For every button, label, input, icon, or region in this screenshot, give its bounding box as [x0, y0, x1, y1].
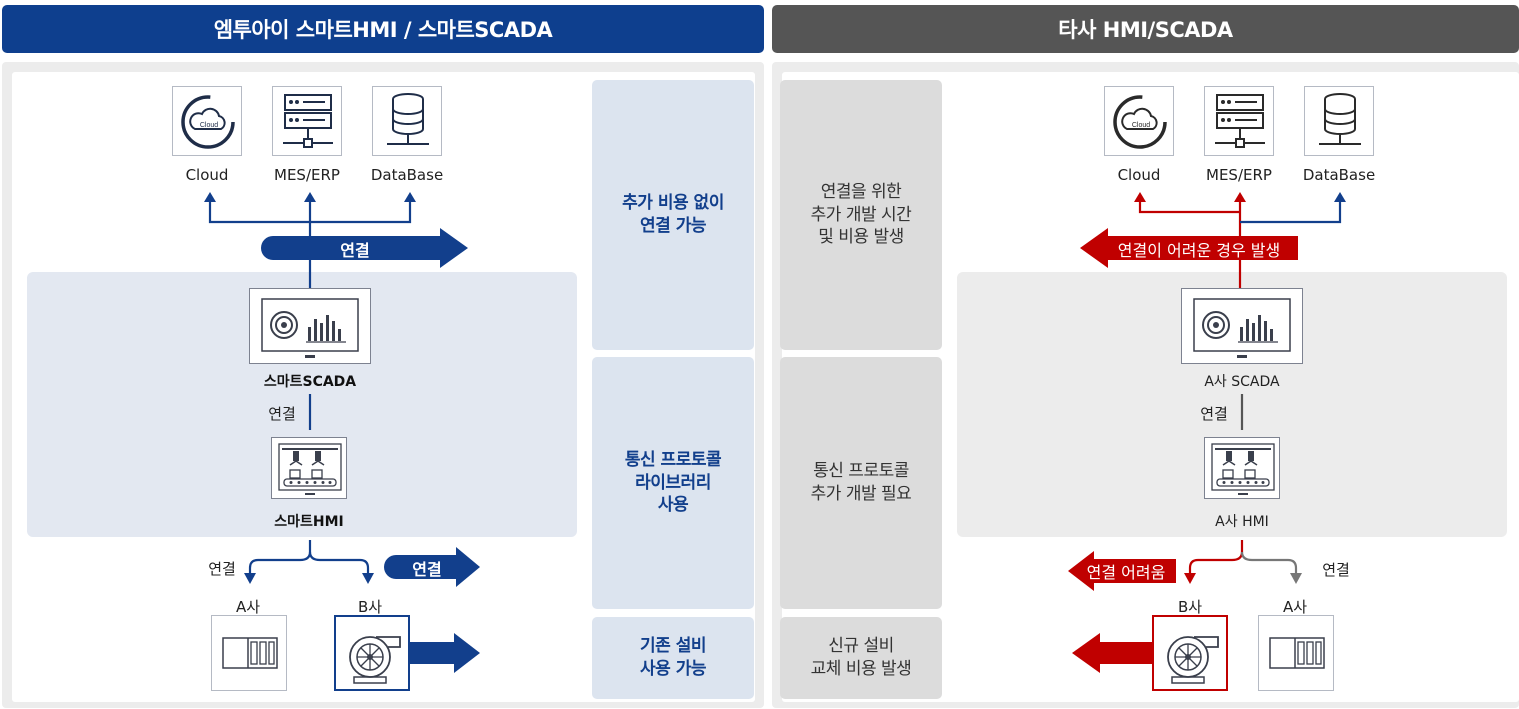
- a-company-hmi-label: A사 HMI: [1215, 514, 1269, 530]
- right-scada-hmi-link-label: 연결: [1200, 405, 1228, 423]
- left-connect-arrow-shape: [261, 228, 468, 268]
- cloud-icon: Cloud: [172, 86, 242, 156]
- benefit-box-3: 기존 설비 사용 가능: [592, 617, 754, 699]
- a-company-scada-monitor: [1181, 288, 1303, 364]
- right-header: 타사 HMI/SCADA: [772, 5, 1519, 53]
- left-header-title: 엠투아이 스마트HMI / 스마트SCADA: [213, 18, 553, 42]
- a-company-hmi-device: [1204, 437, 1280, 499]
- svg-text:Cloud: Cloud: [1132, 122, 1150, 129]
- smart-hmi-device: [271, 437, 347, 499]
- right-bottom-left-warning-arrow-shape: [1068, 551, 1176, 591]
- bottom-right-link-label: 연결: [412, 560, 442, 579]
- left-connect-arrow-label: 연결: [340, 241, 370, 260]
- company-a-label: A사: [235, 598, 261, 616]
- smart-scada-monitor: [249, 288, 371, 364]
- right-bottom-right-link-label: 연결: [1322, 561, 1350, 579]
- right-problem-arrow-label: 연결이 어려운 경우 발생: [1117, 241, 1281, 260]
- right-scada-hmi-link-line: [1240, 394, 1244, 430]
- right-mes-erp-server-icon: [1204, 86, 1274, 156]
- right-company-a-label: A사: [1282, 598, 1308, 616]
- database-label: DataBase: [370, 166, 444, 184]
- right-cloud-icon: Cloud: [1104, 86, 1174, 156]
- smart-scada-label: 스마트SCADA: [263, 374, 357, 390]
- right-bottom-left-warning-label: 연결 어려움: [1086, 563, 1166, 582]
- benefit-box-2: 통신 프로토콜 라이브러리 사용: [592, 357, 754, 609]
- scada-hmi-link-line: [308, 394, 312, 430]
- mes-erp-label: MES/ERP: [274, 166, 340, 184]
- right-fan-replace-arrow: [1072, 633, 1152, 673]
- a-company-scada-label: A사 SCADA: [1204, 374, 1280, 390]
- cost-box-2: 통신 프로토콜 추가 개발 필요: [780, 357, 942, 609]
- bottom-left-link-label: 연결: [208, 560, 236, 578]
- left-header: 엠투아이 스마트HMI / 스마트SCADA: [2, 5, 764, 53]
- right-problem-arrow-shape: [1080, 228, 1298, 268]
- database-icon: [372, 86, 442, 156]
- benefit-box-1: 추가 비용 없이 연결 가능: [592, 80, 754, 350]
- right-plc-device-icon: [1258, 615, 1334, 691]
- right-database-icon: [1304, 86, 1374, 156]
- fan-connect-arrow: [408, 633, 480, 673]
- right-cloud-label: Cloud: [1117, 166, 1161, 184]
- mes-erp-server-icon: [272, 86, 342, 156]
- right-fan-equipment-icon: [1152, 615, 1228, 691]
- scada-hmi-link-label: 연결: [268, 405, 296, 423]
- right-database-label: DataBase: [1302, 166, 1376, 184]
- cost-box-1: 연결을 위한 추가 개발 시간 및 비용 발생: [780, 80, 942, 350]
- right-company-b-label: B사: [1177, 598, 1203, 616]
- right-header-title: 타사 HMI/SCADA: [1058, 18, 1233, 42]
- bottom-right-link-arrow-shape: [384, 547, 480, 587]
- cloud-label: Cloud: [185, 166, 229, 184]
- cost-box-3: 신규 설비 교체 비용 발생: [780, 617, 942, 699]
- right-mes-erp-label: MES/ERP: [1206, 166, 1272, 184]
- company-b-label: B사: [357, 598, 383, 616]
- svg-text:Cloud: Cloud: [200, 122, 218, 129]
- plc-device-icon: [211, 615, 287, 691]
- smart-hmi-label: 스마트HMI: [274, 514, 344, 530]
- fan-equipment-icon: [334, 615, 410, 691]
